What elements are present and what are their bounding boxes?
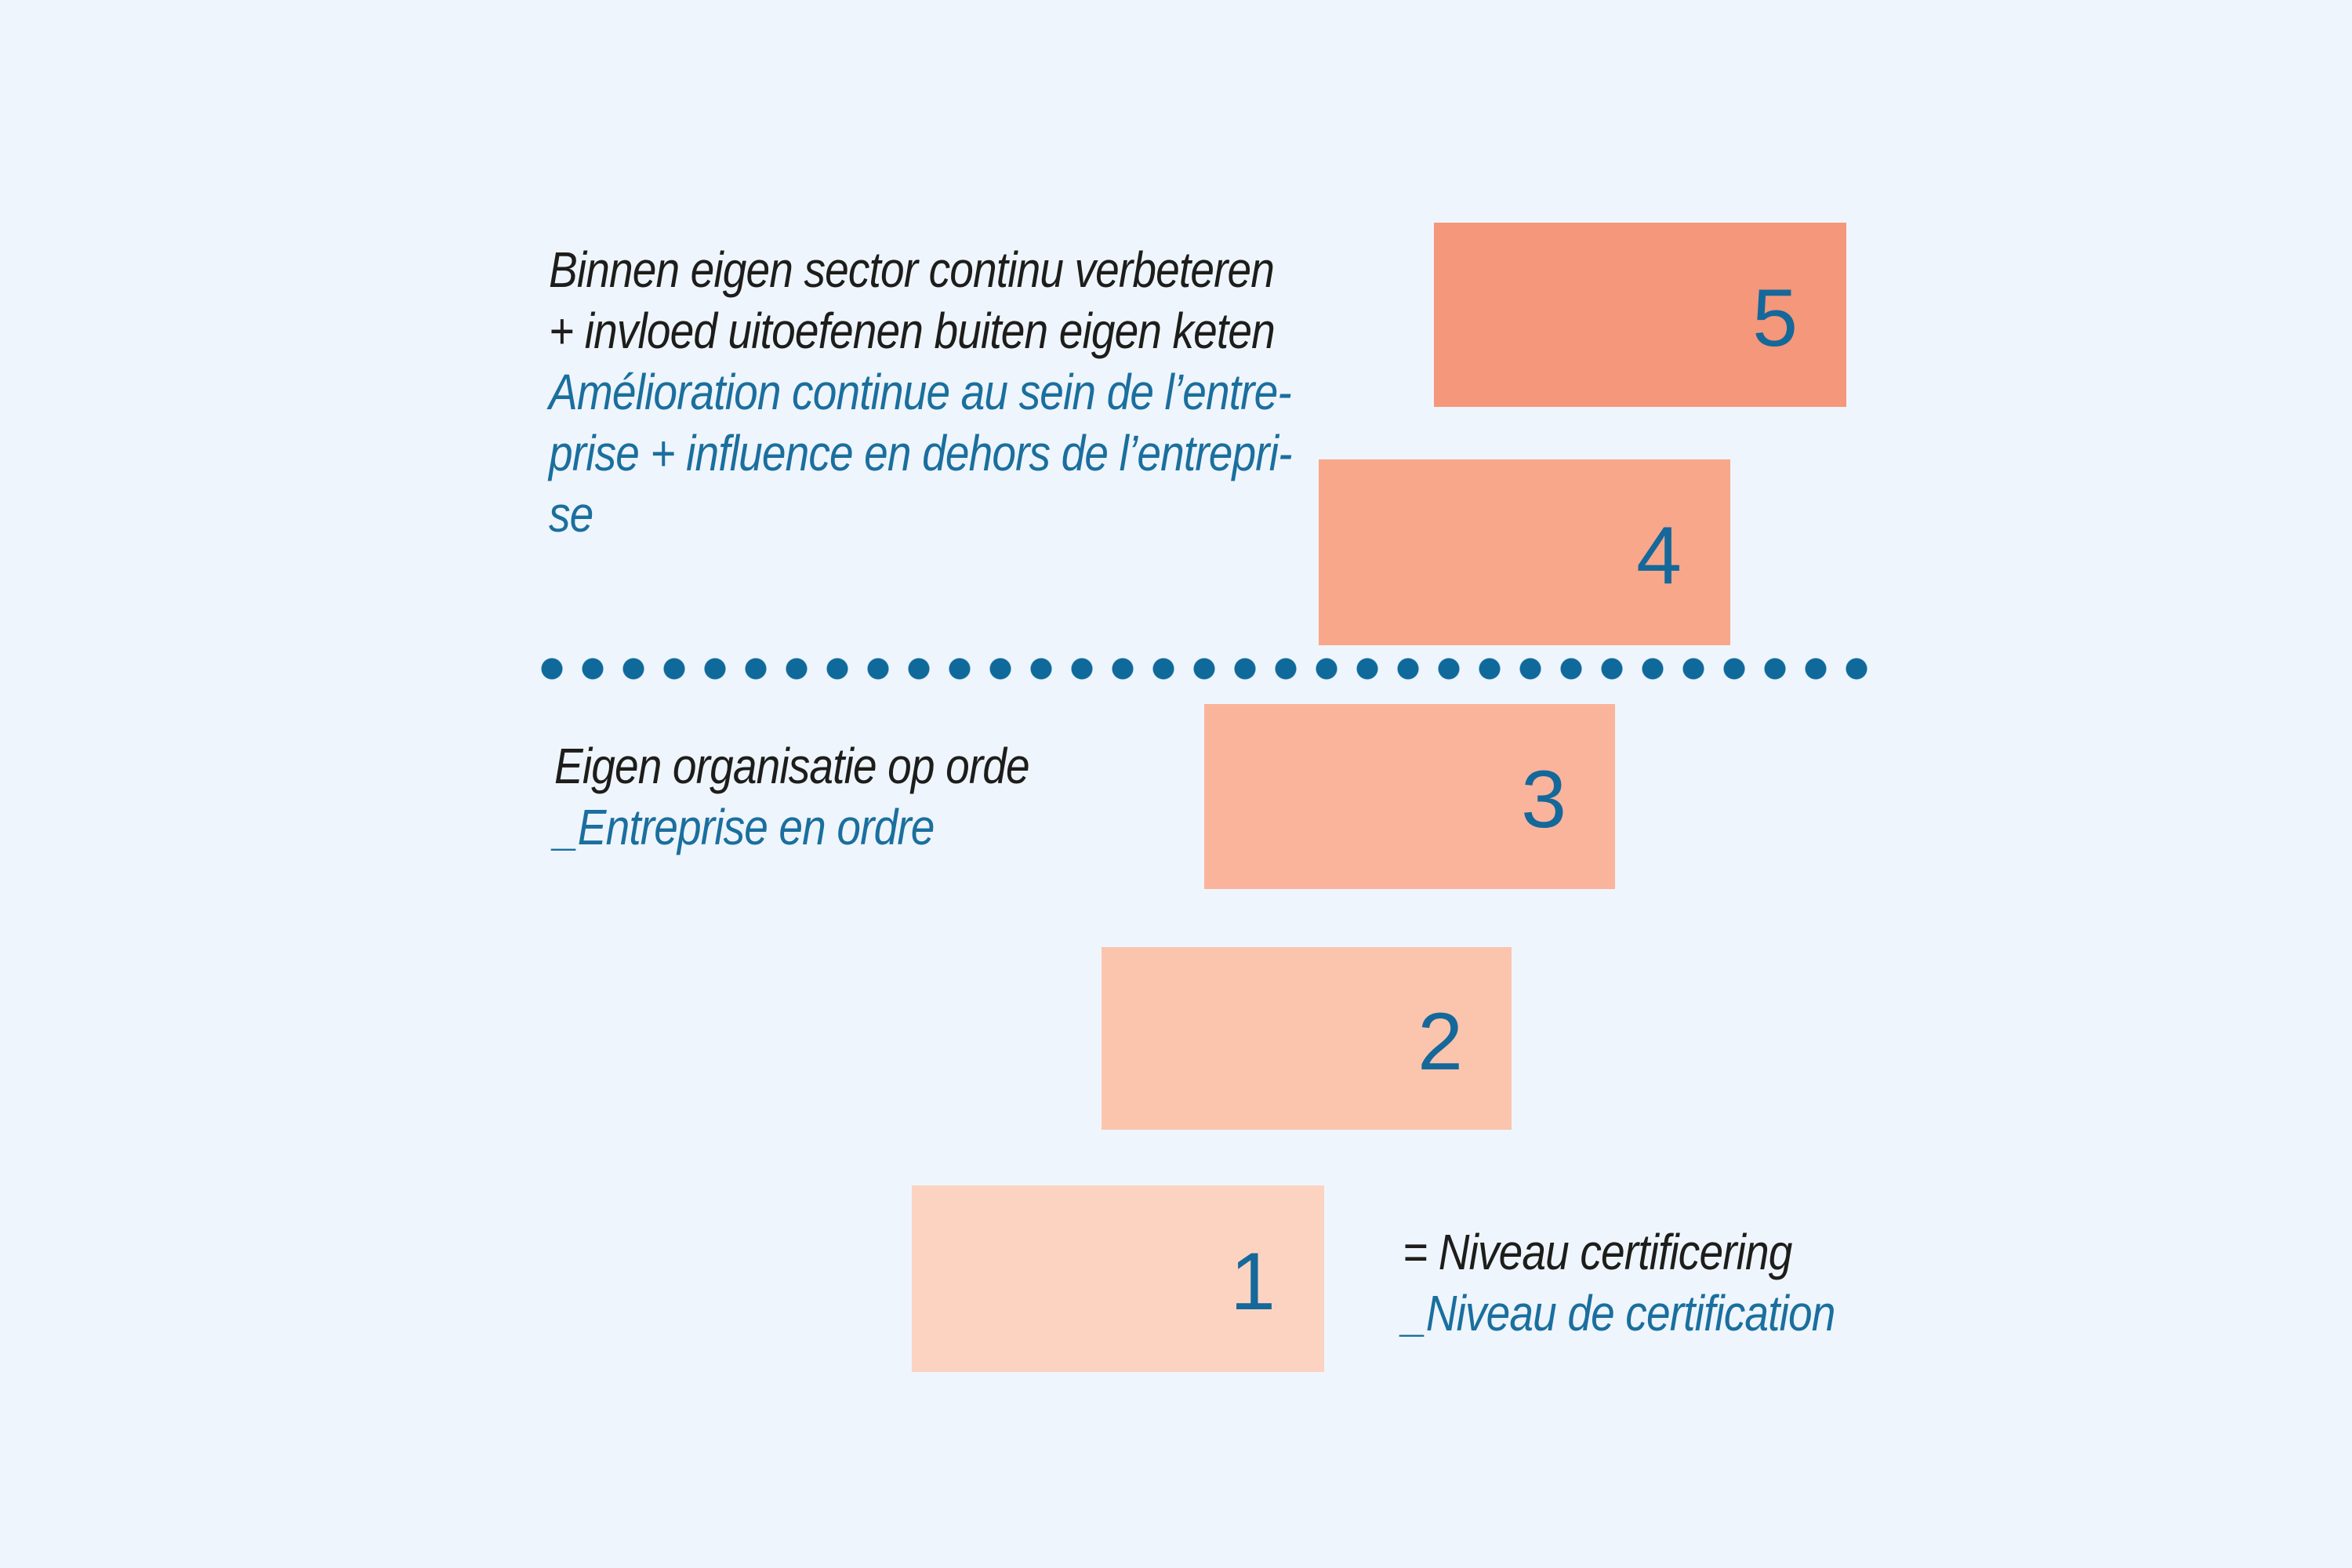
top-level-description: Binnen eigen sector continu verbeteren +… xyxy=(549,239,1292,545)
certification-level-4-box: 4 xyxy=(1319,459,1730,645)
top-description-fr-line-3: se xyxy=(549,486,593,543)
middle-description-fr: _Entreprise en ordre xyxy=(554,799,935,855)
certification-level-3-box: 3 xyxy=(1204,704,1615,889)
legend-nl: = Niveau certificering xyxy=(1403,1224,1792,1280)
legend-fr: _Niveau de certification xyxy=(1403,1285,1835,1341)
certification-level-2-box: 2 xyxy=(1102,947,1512,1130)
legend: = Niveau certificering _Niveau de certif… xyxy=(1403,1221,1835,1344)
top-description-nl-line-1: Binnen eigen sector continu verbeteren xyxy=(549,241,1275,298)
certification-level-1-box: 1 xyxy=(912,1185,1324,1372)
certification-level-5-box: 5 xyxy=(1434,223,1846,407)
top-description-fr-line-1: Amélioration continue au sein de l’entre… xyxy=(549,364,1292,420)
dotted-divider-line xyxy=(541,657,1886,681)
top-description-nl-line-2: + invloed uitoefenen buiten eigen keten xyxy=(549,303,1276,359)
level-1-number: 1 xyxy=(1230,1236,1276,1328)
level-5-number: 5 xyxy=(1752,272,1798,364)
level-2-number: 2 xyxy=(1417,996,1463,1087)
level-3-number: 3 xyxy=(1521,754,1566,846)
top-description-fr-line-2: prise + influence en dehors de l’entrepr… xyxy=(549,425,1292,481)
middle-level-description: Eigen organisatie op orde _Entreprise en… xyxy=(554,735,1030,858)
middle-description-nl: Eigen organisatie op orde xyxy=(554,738,1030,794)
level-4-number: 4 xyxy=(1636,510,1682,601)
